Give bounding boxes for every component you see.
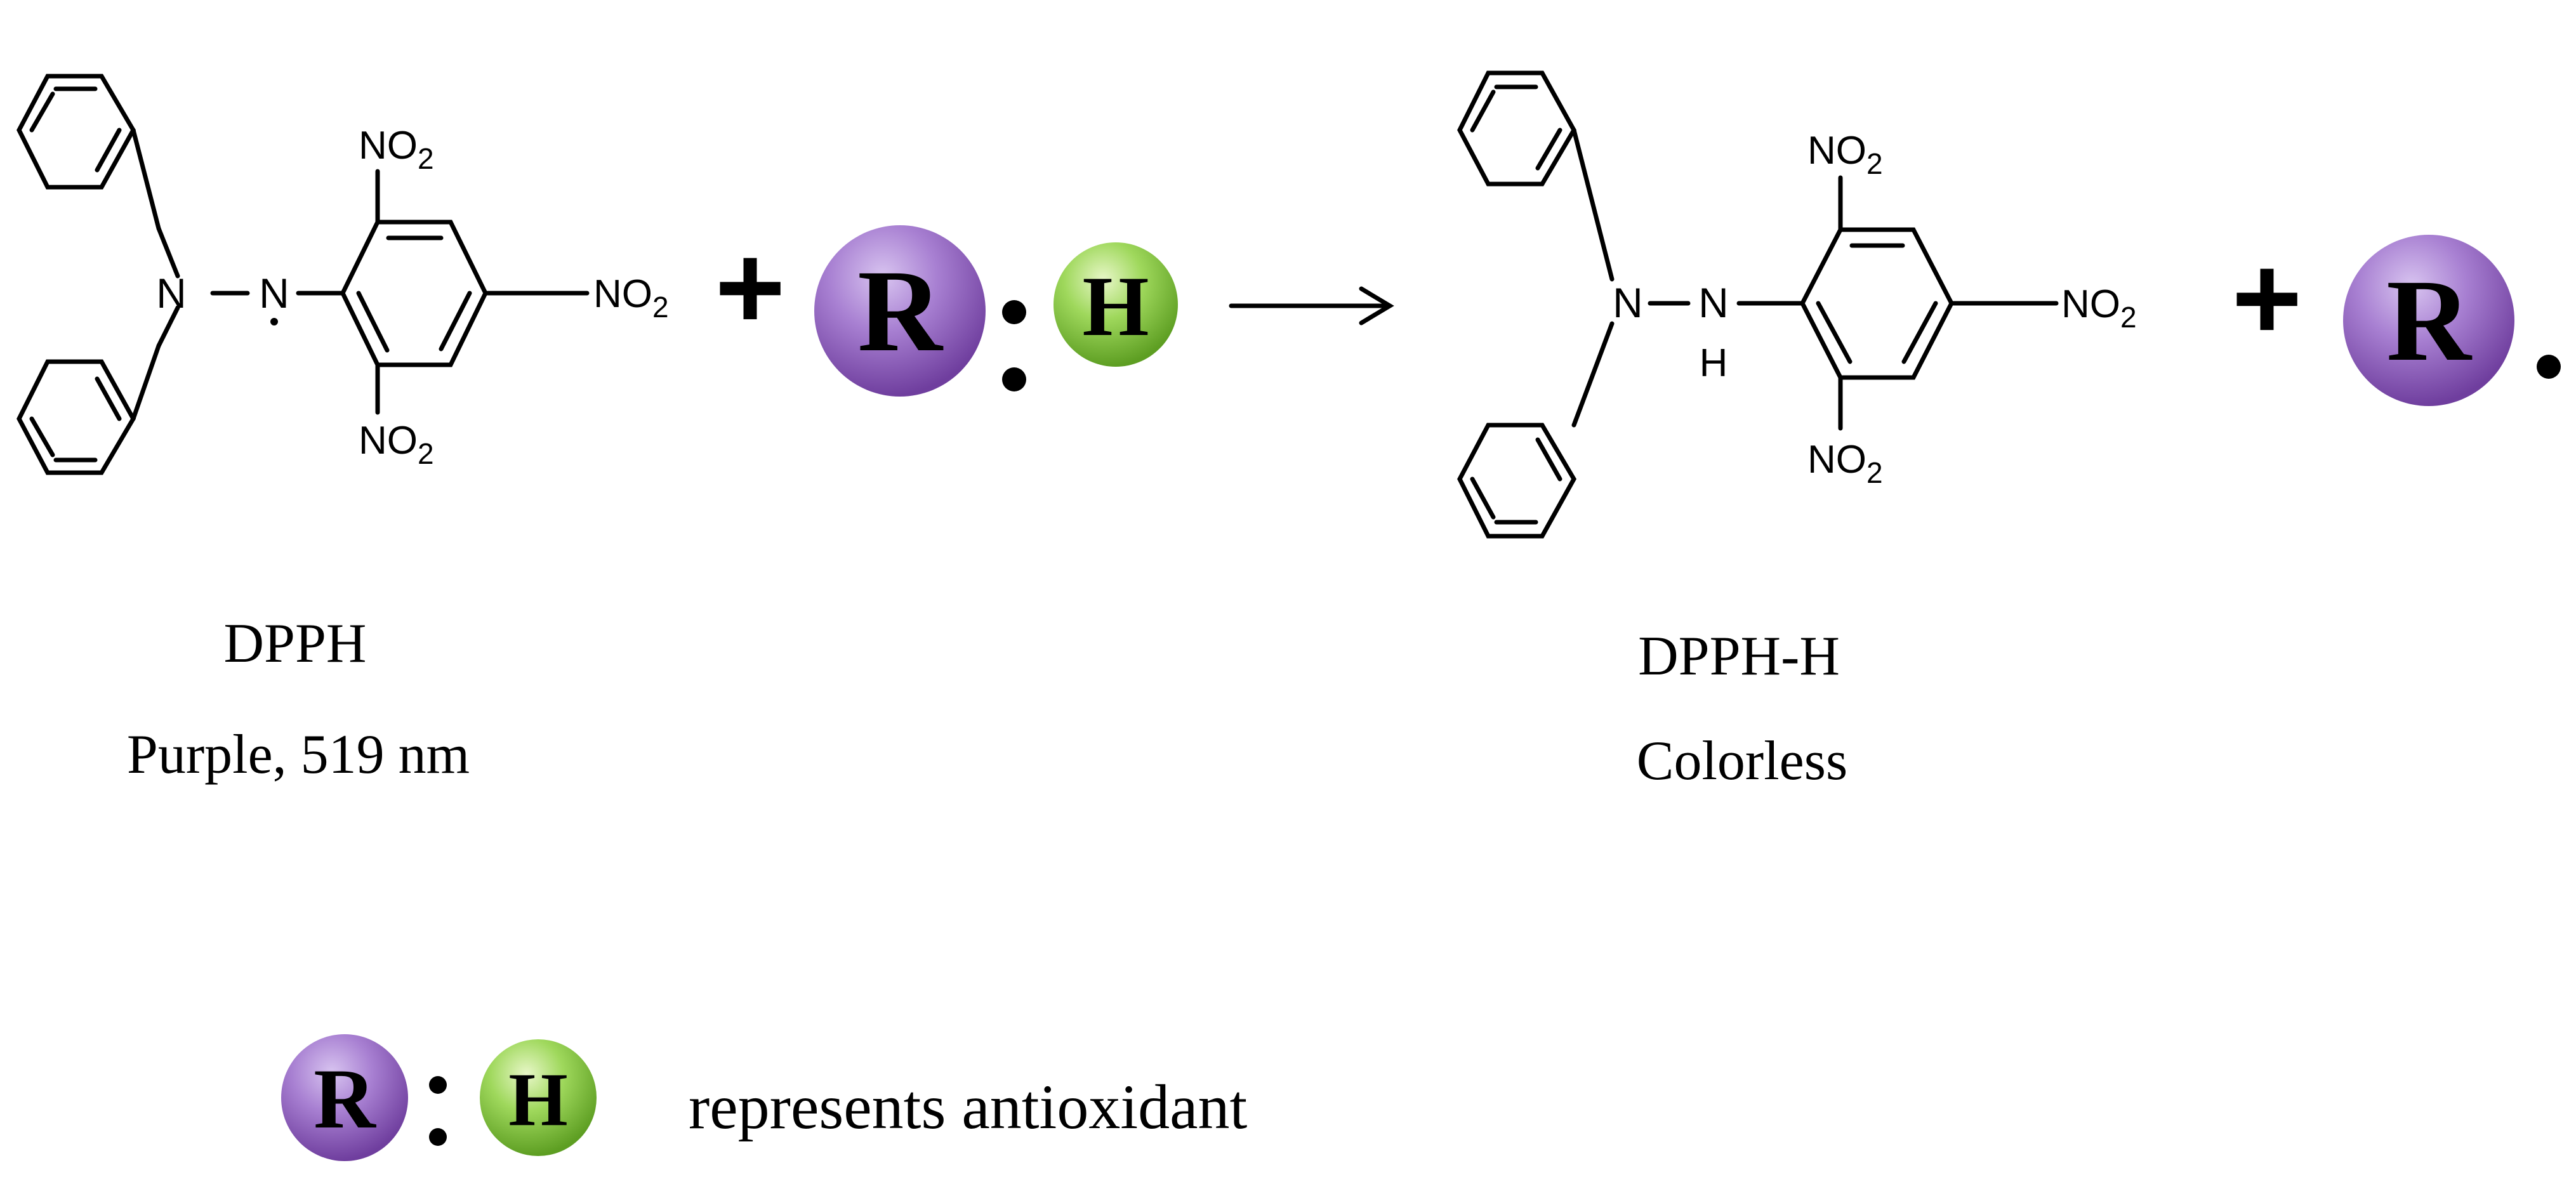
plus-sign-1: +	[715, 220, 786, 355]
bond-electron-dot-1	[1002, 300, 1026, 324]
dpph-nitro-bottom: NO2	[359, 419, 434, 470]
legend-h-label: H	[508, 1057, 567, 1141]
dpph-h-nitro-para: NO2	[2061, 282, 2137, 334]
radical-electron-dot	[2537, 355, 2561, 379]
phenyl-ring-lower	[1457, 423, 1577, 539]
r-ball	[2343, 235, 2514, 406]
antioxidant-molecule: R H	[814, 225, 1178, 397]
dpph-h-structure	[1457, 70, 2059, 539]
antioxidant-radical: R	[2343, 235, 2561, 406]
r-ball-label: R	[2386, 256, 2473, 386]
phenyl-ring-upper	[1457, 70, 1577, 187]
dpph-structure	[17, 74, 590, 475]
dpph-radical-n: N	[259, 270, 289, 317]
dpph-h-hydrazine-n: N	[1698, 279, 1729, 326]
dpph-h-color-caption: Colorless	[1637, 730, 1847, 792]
dpph-nitro-para: NO2	[593, 272, 669, 324]
dpph-h-hydrazine-h: H	[1700, 341, 1728, 385]
dpph-h-amine-n: N	[1613, 279, 1643, 326]
dpph-h-name-caption: DPPH-H	[1638, 626, 1840, 687]
legend-r-label: R	[314, 1052, 376, 1147]
h-ball	[1054, 242, 1178, 367]
bond-electron-dot-2	[1002, 367, 1026, 391]
radical-electron-dot	[270, 318, 278, 325]
legend-dot-1	[429, 1076, 447, 1094]
picryl-ring	[1800, 227, 1954, 380]
legend-r-ball	[281, 1034, 408, 1161]
dpph-h-nitro-top: NO2	[1807, 129, 1883, 180]
dpph-name-caption: DPPH	[224, 613, 367, 674]
h-ball-label: H	[1082, 260, 1149, 354]
picryl-ring	[340, 220, 488, 367]
r-ball	[814, 225, 986, 397]
r-ball-label: R	[857, 246, 944, 376]
plus-sign-2: +	[2232, 231, 2302, 365]
dpph-h-nitro-bottom: NO2	[1807, 438, 1883, 489]
dpph-amine-n: N	[156, 270, 187, 317]
reaction-arrow	[1229, 286, 1394, 325]
phenyl-ring-lower	[17, 359, 136, 475]
legend-h-ball	[480, 1039, 597, 1156]
legend-text: represents antioxidant	[689, 1072, 1247, 1142]
legend: R H represents antioxidant	[281, 1034, 1247, 1161]
phenyl-ring-upper	[17, 74, 136, 190]
dpph-color-caption: Purple, 519 nm	[127, 724, 470, 785]
dpph-nitro-top: NO2	[359, 124, 434, 175]
legend-dot-2	[429, 1128, 447, 1146]
